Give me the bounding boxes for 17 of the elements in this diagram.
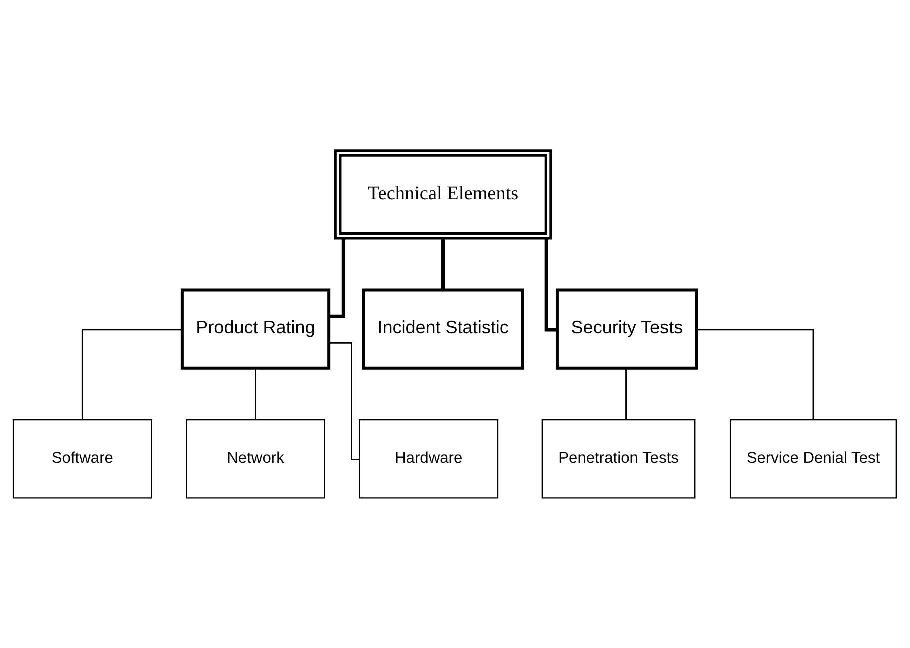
node-box: Security Tests [556,288,698,370]
connector [255,368,256,420]
node-box: Product Rating [180,288,331,370]
connector [329,342,360,460]
connector [82,328,182,420]
node-box: Incident Statistic [362,288,524,370]
node-box: Penetration Tests [542,418,696,498]
connector [329,238,346,318]
connector [697,328,814,420]
node-box: Service Denial Test [730,418,898,498]
node-box: Network [186,418,326,498]
node-box: Hardware [359,418,499,498]
connector [626,368,627,420]
connector [441,238,446,290]
node-box: Software [12,418,152,498]
node-box: Technical Elements [334,149,552,240]
connector [544,238,558,332]
